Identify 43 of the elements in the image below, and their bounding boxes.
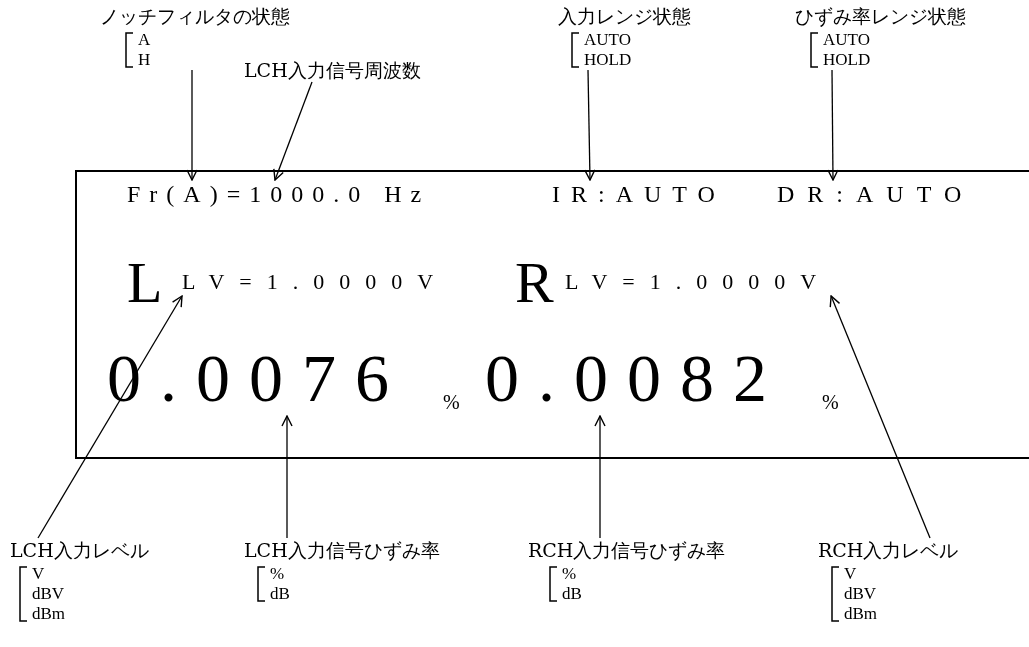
option-label: HOLD	[584, 50, 633, 70]
option-label: AUTO	[823, 30, 871, 50]
leader-arrow	[186, 69, 198, 181]
percent-sign: %	[822, 392, 839, 412]
option-label: H	[138, 50, 152, 70]
callout-label: ノッチフィルタの状態	[100, 4, 290, 28]
option-label: AUTO	[584, 30, 632, 50]
leader-arrow	[594, 415, 606, 539]
display-readout: IR:AUTO	[552, 180, 726, 208]
display-readout: LV=1.0000V	[565, 268, 832, 296]
percent-sign: %	[443, 392, 460, 412]
display-readout: 0.0082	[485, 340, 786, 416]
leader-arrow	[273, 81, 313, 181]
callout-label: RCH入力信号ひずみ率	[528, 538, 726, 562]
display-readout: LV=1.0000V	[182, 268, 449, 296]
callout-label: LCH入力信号周波数	[244, 58, 421, 82]
option-label: HOLD	[823, 50, 872, 70]
callout-label: RCH入力レベル	[818, 538, 959, 562]
option-label: V	[844, 564, 858, 584]
callout-label: ひずみ率レンジ状態	[795, 4, 966, 28]
option-label: dB	[270, 584, 291, 604]
option-label: A	[138, 30, 152, 50]
channel-letter: L	[127, 254, 163, 312]
option-label: dB	[562, 584, 583, 604]
option-label: dBV	[32, 584, 66, 604]
option-label: %	[562, 564, 578, 584]
leader-arrow	[827, 69, 839, 181]
leader-arrow	[37, 295, 183, 539]
display-readout: DR:AUTO	[777, 180, 975, 208]
display-screen	[75, 170, 1029, 459]
option-label: dBV	[844, 584, 878, 604]
option-label: dBm	[32, 604, 67, 624]
channel-letter: R	[515, 254, 554, 312]
option-label: V	[32, 564, 46, 584]
callout-label: LCH入力レベル	[10, 538, 149, 562]
option-label: dBm	[844, 604, 879, 624]
leader-arrow	[281, 415, 293, 539]
leader-arrow	[584, 69, 596, 181]
callout-label: LCH入力信号ひずみ率	[244, 538, 440, 562]
leader-arrow	[829, 295, 931, 539]
callout-label: 入力レンジ状態	[558, 4, 691, 28]
option-label: %	[270, 564, 286, 584]
display-readout: Fr(A)=1000.0 Hz	[127, 180, 431, 208]
